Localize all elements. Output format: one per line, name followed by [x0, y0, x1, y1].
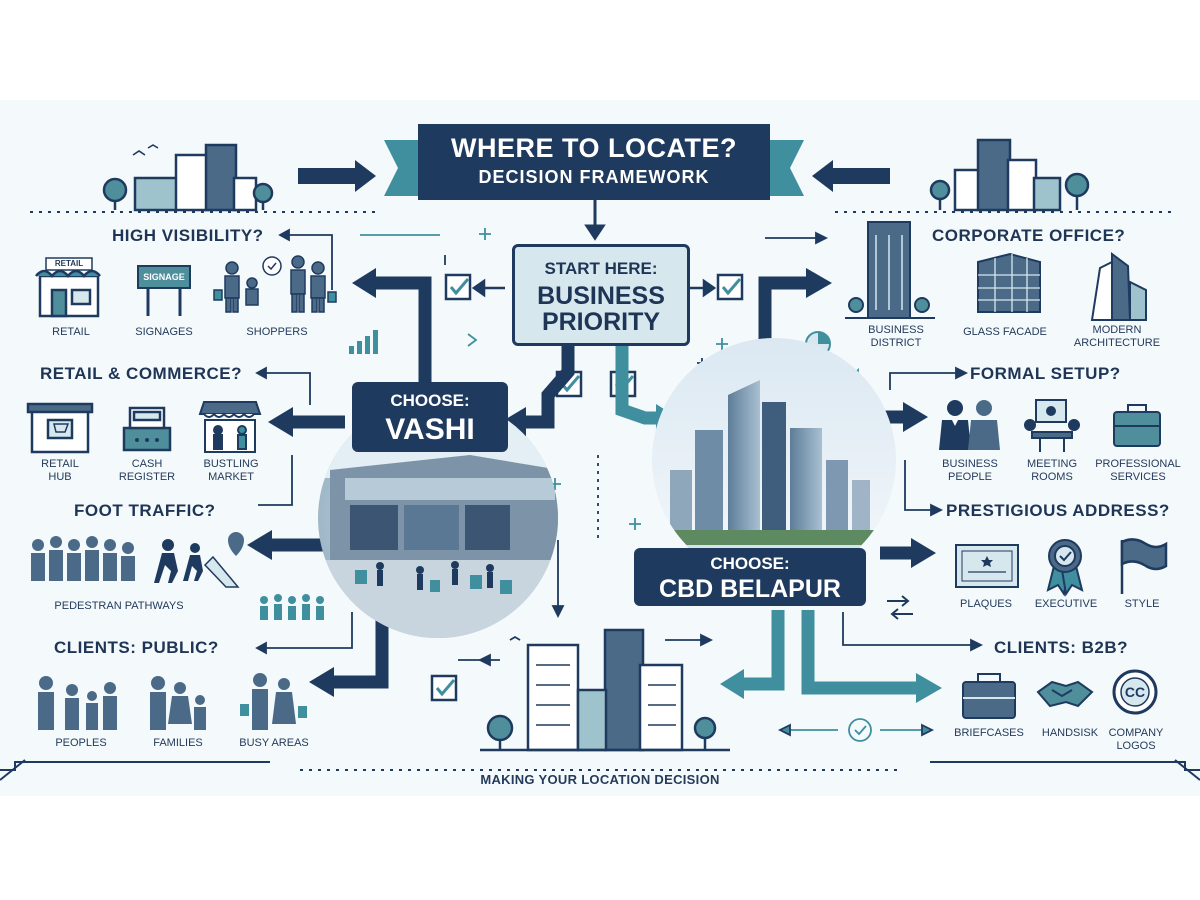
- question-foot-traffic: FOOT TRAFFIC?: [74, 501, 216, 520]
- choose-cbd-label: CHOOSE:: [710, 554, 790, 573]
- bar-chart-icon: [349, 330, 378, 354]
- label-plaques: PLAQUES: [960, 598, 1012, 610]
- question-clients-public: CLIENTS: PUBLIC?: [54, 638, 219, 657]
- title-banner: WHERE TO LOCATE? DECISION FRAMEWORK: [418, 124, 770, 200]
- skyline-left: [102, 143, 274, 212]
- label-retail-hub: RETAIL HUB: [41, 458, 79, 483]
- label-bustling-market: BUSTLING MARKET: [203, 458, 259, 483]
- center-buildings: [480, 628, 730, 752]
- cbd-belapur-label: CBD BELAPUR: [659, 575, 841, 603]
- diagram-subtitle: DECISION FRAMEWORK: [478, 167, 710, 187]
- label-busy-areas: BUSY AREAS: [239, 737, 309, 749]
- retail-hub-icon: [26, 402, 94, 454]
- question-retail-commerce: RETAIL & COMMERCE?: [40, 364, 242, 383]
- modern-architecture-icon: [1090, 252, 1147, 321]
- briefcases-icon: [962, 673, 1016, 719]
- cash-register-icon: [122, 406, 172, 452]
- divider-lines: [0, 211, 1200, 781]
- label-signages: SIGNAGES: [135, 326, 193, 338]
- choose-vashi-box: CHOOSE: VASHI: [352, 382, 508, 452]
- crowd-icon: [31, 536, 135, 581]
- label-professional-services: PROFESSIONAL SERVICES: [1095, 458, 1181, 483]
- label-company-logos: COMPANY LOGOS: [1108, 727, 1164, 752]
- label-shoppers: SHOPPERS: [246, 326, 308, 338]
- retail-icon: [35, 257, 101, 318]
- meeting-rooms-icon: [1024, 399, 1080, 452]
- label-briefcases: BRIEFCASES: [954, 727, 1024, 739]
- diagram-title: WHERE TO LOCATE?: [451, 133, 737, 163]
- skyline-right: [929, 138, 1090, 212]
- plaques-icon: [955, 544, 1019, 588]
- business-priority-label: BUSINESS PRIORITY: [537, 282, 665, 336]
- thin-connectors-left: [255, 228, 599, 667]
- label-pedestrian-pathways: PEDESTRAN PATHWAYS: [54, 600, 184, 612]
- handshake-icon: [1036, 680, 1094, 708]
- company-logo-text: CC: [1124, 684, 1146, 700]
- vashi-arrowheads: [247, 268, 526, 697]
- label-families: FAMILIES: [153, 737, 203, 749]
- arrow-to-start: [584, 200, 606, 241]
- label-business-people: BUSINESS PEOPLE: [942, 458, 998, 483]
- start-label: START HERE:: [544, 259, 658, 278]
- label-business-district: BUSINESS DISTRICT: [868, 324, 924, 349]
- busy-areas-icon: [240, 673, 307, 730]
- question-high-visibility: HIGH VISIBILITY?: [112, 226, 264, 245]
- label-retail: RETAIL: [52, 326, 90, 338]
- label-handshake: HANDSISK: [1041, 727, 1099, 739]
- thin-connectors-right: [665, 231, 984, 742]
- bustling-market-icon: [198, 401, 262, 453]
- business-people-icon: [939, 400, 1000, 450]
- signage-icon: [137, 265, 191, 316]
- label-meeting-rooms: MEETING ROOMS: [1026, 458, 1078, 483]
- vashi-arrows: [268, 276, 575, 689]
- small-people-icon: [260, 594, 324, 620]
- choose-cbd-box: CHOOSE: CBD BELAPUR: [634, 548, 866, 606]
- peoples-icon: [38, 676, 117, 730]
- business-district-icon: [845, 221, 935, 319]
- plus-signs: [467, 228, 728, 641]
- question-clients-b2b: CLIENTS: B2B?: [994, 638, 1128, 657]
- retail-sign-text: RETAIL: [54, 259, 84, 268]
- executive-icon: [1046, 539, 1084, 597]
- signage-board-text: SIGNAGE: [143, 272, 185, 282]
- label-style: STYLE: [1124, 598, 1160, 610]
- start-box: START HERE: BUSINESS PRIORITY: [512, 244, 690, 346]
- question-prestigious-address: PRESTIGIOUS ADDRESS?: [946, 501, 1170, 520]
- label-executive: EXECUTIVE: [1034, 598, 1098, 610]
- question-formal-setup: FORMAL SETUP?: [970, 364, 1121, 383]
- families-icon: [150, 676, 206, 730]
- walkers-icon: [154, 532, 244, 588]
- label-cash-register: CASH REGISTER: [118, 458, 176, 483]
- footer-caption: MAKING YOUR LOCATION DECISION: [480, 772, 720, 787]
- style-icon: [1120, 538, 1168, 594]
- company-logos-icon: [1112, 669, 1158, 715]
- question-corporate-office: CORPORATE OFFICE?: [932, 226, 1126, 245]
- professional-services-icon: [1113, 404, 1161, 447]
- glass-facade-icon: [977, 252, 1041, 313]
- small-arrows-start: [471, 278, 717, 298]
- label-modern-architecture: MODERN ARCHITECTURE: [1073, 324, 1161, 349]
- label-glass-facade: GLASS FACADE: [963, 326, 1047, 338]
- cbd-arrows: [615, 276, 920, 695]
- vashi-label: VASHI: [385, 413, 475, 446]
- choose-vashi-label: CHOOSE:: [390, 391, 470, 410]
- checkboxes: [430, 273, 744, 702]
- shoppers-icon: [213, 255, 337, 313]
- label-peoples: PEOPLES: [55, 737, 107, 749]
- banner-ribbon: [298, 140, 890, 196]
